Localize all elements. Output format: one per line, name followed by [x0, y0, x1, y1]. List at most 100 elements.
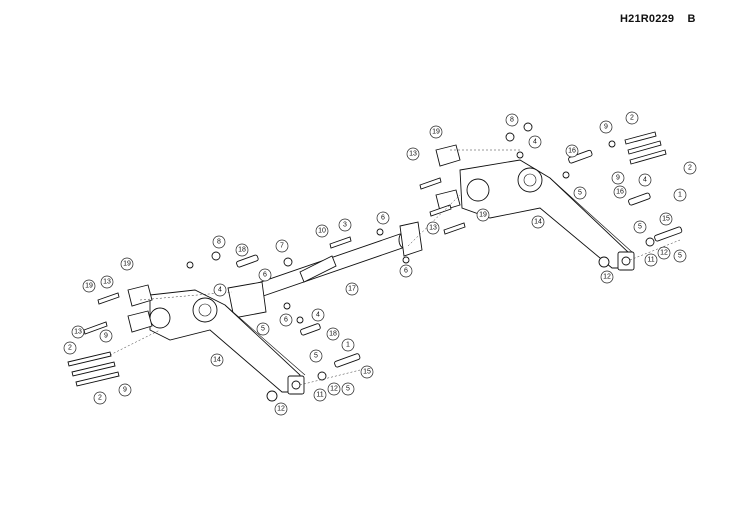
svg-text:8: 8: [510, 117, 514, 124]
callout-19: 19: [476, 208, 490, 222]
svg-text:9: 9: [104, 333, 108, 340]
svg-text:16: 16: [568, 148, 576, 155]
callout-5: 5: [633, 220, 647, 234]
left-hardware: [67, 228, 410, 402]
callout-2: 2: [625, 111, 639, 125]
svg-text:11: 11: [316, 392, 323, 399]
callout-16: 16: [565, 144, 579, 158]
svg-text:4: 4: [533, 139, 537, 146]
right-hardware: [419, 122, 683, 268]
svg-text:4: 4: [218, 287, 222, 294]
callout-14: 14: [210, 353, 224, 367]
callout-2: 2: [63, 341, 77, 355]
right-swing-arm: [435, 144, 635, 271]
callout-4: 4: [311, 308, 325, 322]
svg-text:9: 9: [616, 175, 620, 182]
callout-4: 4: [213, 283, 227, 297]
callout-6: 6: [376, 211, 390, 225]
svg-text:5: 5: [314, 353, 318, 360]
callout-4: 4: [528, 135, 542, 149]
callout-6: 6: [258, 268, 272, 282]
svg-text:4: 4: [643, 177, 647, 184]
svg-text:16: 16: [616, 189, 624, 196]
svg-text:3: 3: [343, 222, 347, 229]
callout-6: 6: [399, 264, 413, 278]
callout-11: 11: [313, 388, 327, 402]
svg-text:13: 13: [409, 151, 417, 158]
callout-5: 5: [341, 382, 355, 396]
svg-text:14: 14: [213, 357, 221, 364]
svg-text:7: 7: [280, 243, 284, 250]
svg-text:5: 5: [678, 253, 682, 260]
svg-text:12: 12: [603, 274, 611, 281]
callout-12: 12: [327, 382, 341, 396]
svg-text:12: 12: [330, 386, 338, 393]
callout-bubbles: 1 1 2 2 2 2 3 4 4 4 4 5 5 5 5 5 5 6 6 6 …: [63, 111, 697, 416]
svg-text:13: 13: [103, 279, 111, 286]
svg-text:12: 12: [277, 406, 285, 413]
svg-text:18: 18: [238, 247, 246, 254]
svg-text:19: 19: [432, 129, 440, 136]
svg-text:2: 2: [68, 345, 72, 352]
svg-text:5: 5: [346, 386, 350, 393]
svg-text:19: 19: [85, 283, 93, 290]
assembly-lines: [109, 149, 681, 386]
svg-text:14: 14: [534, 219, 542, 226]
svg-text:12: 12: [660, 250, 668, 257]
callout-16: 16: [613, 185, 627, 199]
svg-text:18: 18: [329, 331, 337, 338]
svg-text:5: 5: [261, 326, 265, 333]
svg-text:4: 4: [316, 312, 320, 319]
drawing-reference: H21R0229 B: [620, 13, 696, 25]
callout-9: 9: [599, 120, 613, 134]
callout-12: 12: [600, 270, 614, 284]
svg-text:6: 6: [284, 317, 288, 324]
callout-13: 13: [100, 275, 114, 289]
callout-12: 12: [657, 246, 671, 260]
svg-text:2: 2: [98, 395, 102, 402]
callout-19: 19: [429, 125, 443, 139]
callout-4: 4: [638, 173, 652, 187]
callout-8: 8: [505, 113, 519, 127]
svg-text:19: 19: [479, 212, 487, 219]
svg-text:10: 10: [318, 228, 326, 235]
callout-8: 8: [212, 235, 226, 249]
drawing-revision: B: [687, 13, 696, 25]
callout-13: 13: [406, 147, 420, 161]
callout-15: 15: [659, 212, 673, 226]
svg-text:5: 5: [638, 224, 642, 231]
callout-2: 2: [683, 161, 697, 175]
callout-9: 9: [611, 171, 625, 185]
callout-15: 15: [360, 365, 374, 379]
callout-14: 14: [531, 215, 545, 229]
callout-7: 7: [275, 239, 289, 253]
callout-11: 11: [644, 253, 658, 267]
svg-text:6: 6: [381, 215, 385, 222]
svg-text:13: 13: [74, 329, 82, 336]
svg-text:1: 1: [346, 342, 350, 349]
callout-13: 13: [71, 325, 85, 339]
callout-1: 1: [673, 188, 687, 202]
left-swing-arm: [127, 284, 306, 395]
callout-18: 18: [326, 327, 340, 341]
callout-10: 10: [315, 224, 329, 238]
callout-17: 17: [345, 282, 359, 296]
callout-5: 5: [309, 349, 323, 363]
callout-2: 2: [93, 391, 107, 405]
svg-text:9: 9: [604, 124, 608, 131]
callout-13: 13: [426, 221, 440, 235]
callout-5: 5: [673, 249, 687, 263]
svg-text:9: 9: [123, 387, 127, 394]
svg-text:6: 6: [263, 272, 267, 279]
svg-text:6: 6: [404, 268, 408, 275]
svg-text:17: 17: [348, 286, 356, 293]
callout-5: 5: [573, 186, 587, 200]
svg-text:13: 13: [429, 225, 437, 232]
callout-12: 12: [274, 402, 288, 416]
drawing-code: H21R0229: [620, 13, 675, 25]
callout-19: 19: [82, 279, 96, 293]
svg-text:15: 15: [662, 216, 670, 223]
svg-text:8: 8: [217, 239, 221, 246]
svg-text:5: 5: [578, 190, 582, 197]
